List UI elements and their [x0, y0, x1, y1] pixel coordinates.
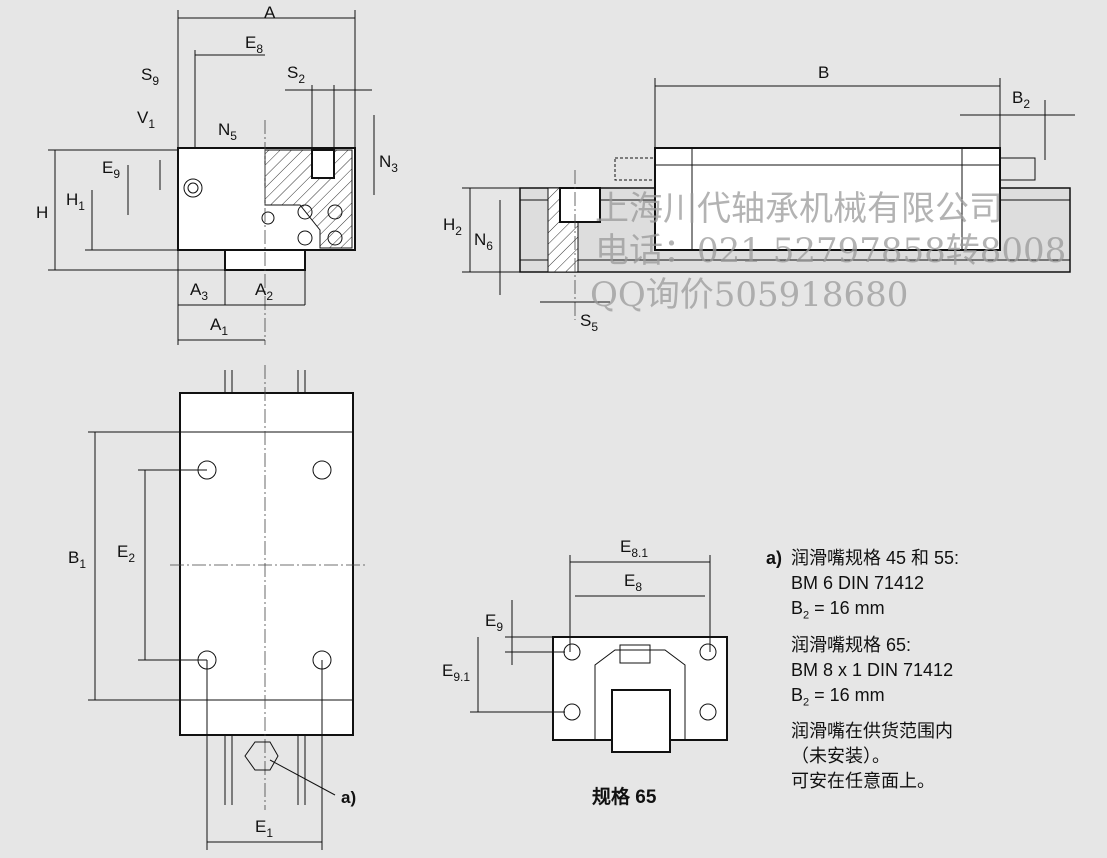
- dim-B: B: [818, 63, 829, 82]
- dim-S9: S9: [141, 65, 159, 88]
- dim-E8.1: E8.1: [620, 537, 648, 560]
- note-line: B2 = 16 mm: [791, 684, 885, 709]
- dim-S5: S5: [580, 311, 598, 334]
- dim-E8: E8: [245, 33, 263, 56]
- dim-N5: N5: [218, 120, 237, 143]
- note-line: BM 8 x 1 DIN 71412: [791, 659, 954, 680]
- svg-text:QQ询价505918680: QQ询价505918680: [590, 275, 908, 315]
- note-line: 可安在任意面上。: [791, 771, 935, 792]
- side-view: [462, 78, 1075, 320]
- dim-E9-size65: E9: [485, 611, 503, 634]
- dim-B1: B1: [68, 548, 86, 571]
- note-line: BM 6 DIN 71412: [791, 573, 925, 593]
- watermark: 上海川代轴承机械有限公司 电话：021 52797858转8008 QQ询价50…: [590, 189, 1066, 315]
- note-line: （未安装）。: [791, 746, 890, 767]
- note-line: a)润滑嘴规格 45 和 55:: [766, 548, 960, 568]
- size65-caption: 规格 65: [592, 787, 657, 808]
- dim-A1: A1: [210, 315, 228, 338]
- front-section-view: [48, 10, 375, 345]
- dim-B2: B2: [1012, 88, 1030, 111]
- dim-E8-size65: E8: [624, 571, 642, 594]
- dim-A2: A2: [255, 280, 273, 303]
- size65-end-view: [470, 555, 728, 753]
- dim-H: H: [36, 203, 48, 222]
- dim-A3: A3: [190, 280, 208, 303]
- dim-N3: N3: [379, 152, 398, 175]
- dim-E1: E1: [255, 817, 273, 840]
- dim-V1: V1: [137, 108, 155, 131]
- dim-E9: E9: [102, 158, 120, 181]
- dim-S2: S2: [287, 63, 305, 86]
- dim-N6: N6: [474, 230, 493, 253]
- top-view: [88, 365, 365, 850]
- svg-text:上海川代轴承机械有限公司: 上海川代轴承机械有限公司: [595, 189, 1003, 229]
- footnote-a: a)润滑嘴规格 45 和 55: BM 6 DIN 71412 B2 = 16 …: [766, 546, 959, 794]
- note-line: 润滑嘴规格 65:: [791, 634, 912, 655]
- dim-H1: H1: [66, 190, 85, 213]
- dim-E2: E2: [117, 542, 135, 565]
- dim-E9.1: E9.1: [442, 661, 470, 684]
- dim-A: A: [264, 3, 276, 22]
- svg-text:电话：021 52797858转8008: 电话：021 52797858转8008: [595, 231, 1066, 271]
- dim-H2: H2: [443, 215, 462, 238]
- note-line: B2 = 16 mm: [791, 598, 885, 622]
- note-line: 润滑嘴在供货范围内: [791, 721, 953, 742]
- footnote-a-marker: a): [341, 788, 356, 807]
